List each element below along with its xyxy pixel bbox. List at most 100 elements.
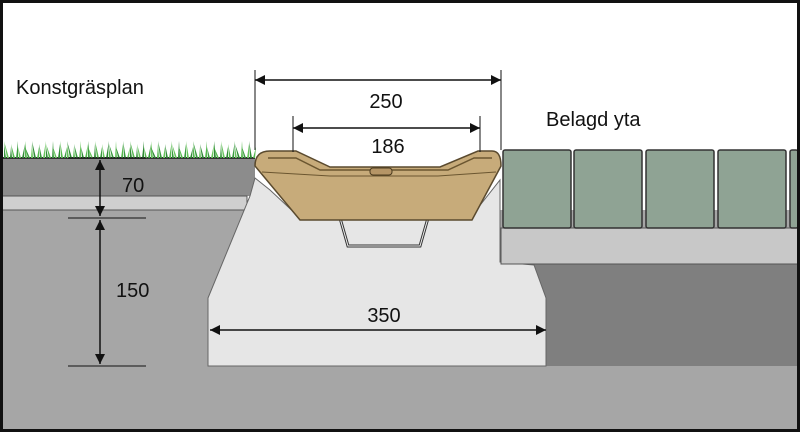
grass-blade (214, 147, 219, 158)
grass-blade (241, 141, 243, 158)
grass-blade (151, 147, 156, 158)
paving-stone (789, 149, 799, 229)
grass-blade (52, 141, 54, 158)
grass-blade (247, 144, 249, 158)
grass-blade (22, 144, 25, 158)
grass-blade (205, 141, 207, 158)
paving-stone (502, 149, 572, 229)
grass-blade (109, 147, 111, 158)
grass-blade (121, 144, 123, 158)
grass-blade (193, 141, 198, 158)
grass-blade (74, 144, 78, 158)
grass-blade (178, 141, 180, 158)
grass-blade (186, 141, 189, 158)
grass-blade (100, 147, 102, 158)
grass-blade (137, 144, 141, 158)
channel-slot (369, 167, 393, 176)
grass-blade (60, 141, 63, 158)
grass-blade (106, 141, 109, 158)
grass-blade (4, 144, 6, 158)
grass-blade (221, 141, 225, 158)
grass-blade (37, 147, 39, 158)
paving-stones (502, 149, 799, 229)
grass-blade (172, 147, 174, 158)
grass-blade (81, 147, 84, 158)
grass-blade (199, 147, 201, 158)
grass-blade (43, 141, 46, 158)
grass-blade (64, 147, 67, 158)
grass-blade (148, 144, 151, 158)
grass-blade (39, 144, 42, 158)
grass-blade (136, 147, 138, 158)
paving-stone (645, 149, 715, 229)
grass-blade (235, 144, 240, 158)
paving-stone (717, 149, 787, 229)
grass-blade (95, 141, 99, 158)
grass-blade (115, 141, 117, 158)
artificial-grass (4, 141, 256, 158)
dimension-label-186: 186 (371, 136, 404, 158)
label-artificial-turf: Konstgräsplan (16, 77, 144, 99)
grass-blade (94, 144, 96, 158)
grass-blade (46, 144, 51, 158)
grass-blade (163, 147, 165, 158)
grass-blade (32, 141, 36, 158)
grass-blade (18, 147, 21, 158)
dimension-label-250: 250 (369, 91, 402, 113)
grass-blade (242, 147, 246, 158)
grass-blade (179, 147, 183, 158)
grass-blade (228, 144, 231, 158)
grass-blade (184, 144, 186, 158)
grass-blade (130, 141, 135, 158)
grass-blade (123, 141, 126, 158)
grass-blade (220, 144, 222, 158)
drainage-channel (254, 150, 502, 221)
grass-blade (73, 147, 75, 158)
grass-blade (226, 147, 228, 158)
grass-blade (157, 144, 159, 158)
grass-blade (116, 147, 120, 158)
paving-stone (573, 149, 643, 229)
label-paved-surface: Belagd yta (546, 109, 641, 131)
grass-blade (158, 141, 162, 158)
grass-blade (4, 141, 9, 158)
grass-blade (109, 144, 114, 158)
grass-blade (249, 141, 252, 158)
grass-blade (232, 141, 235, 158)
paving-subbase (533, 264, 798, 366)
grass-blade (207, 147, 210, 158)
grass-blade (193, 144, 195, 158)
grass-blade (127, 147, 130, 158)
grass-blade (31, 144, 33, 158)
grass-blade (67, 141, 72, 158)
grass-blade (46, 147, 48, 158)
grass-blade (172, 144, 177, 158)
dimension-label-70: 70 (122, 175, 144, 197)
grass-blade (200, 144, 204, 158)
grass-blade (67, 144, 69, 158)
grass-blade (130, 144, 132, 158)
grass-blade (211, 144, 214, 158)
grass-blade (102, 144, 105, 158)
grass-blade (142, 141, 144, 158)
grass-blade (11, 144, 15, 158)
grass-blade (10, 147, 12, 158)
turf-base-layer (2, 158, 255, 196)
grass-blade (16, 141, 18, 158)
grass-blade (88, 147, 93, 158)
grass-blade (235, 147, 237, 158)
grass-blade (144, 147, 147, 158)
grass-blade (79, 141, 81, 158)
grass-blade (53, 147, 57, 158)
dimension-label-150: 150 (116, 280, 149, 302)
grass-blade (25, 147, 30, 158)
grass-blade (190, 147, 193, 158)
turf-sub-layer (1, 195, 248, 211)
grass-blade (165, 144, 168, 158)
grass-blade (85, 144, 88, 158)
grass-blade (58, 144, 60, 158)
grass-blade (169, 141, 172, 158)
